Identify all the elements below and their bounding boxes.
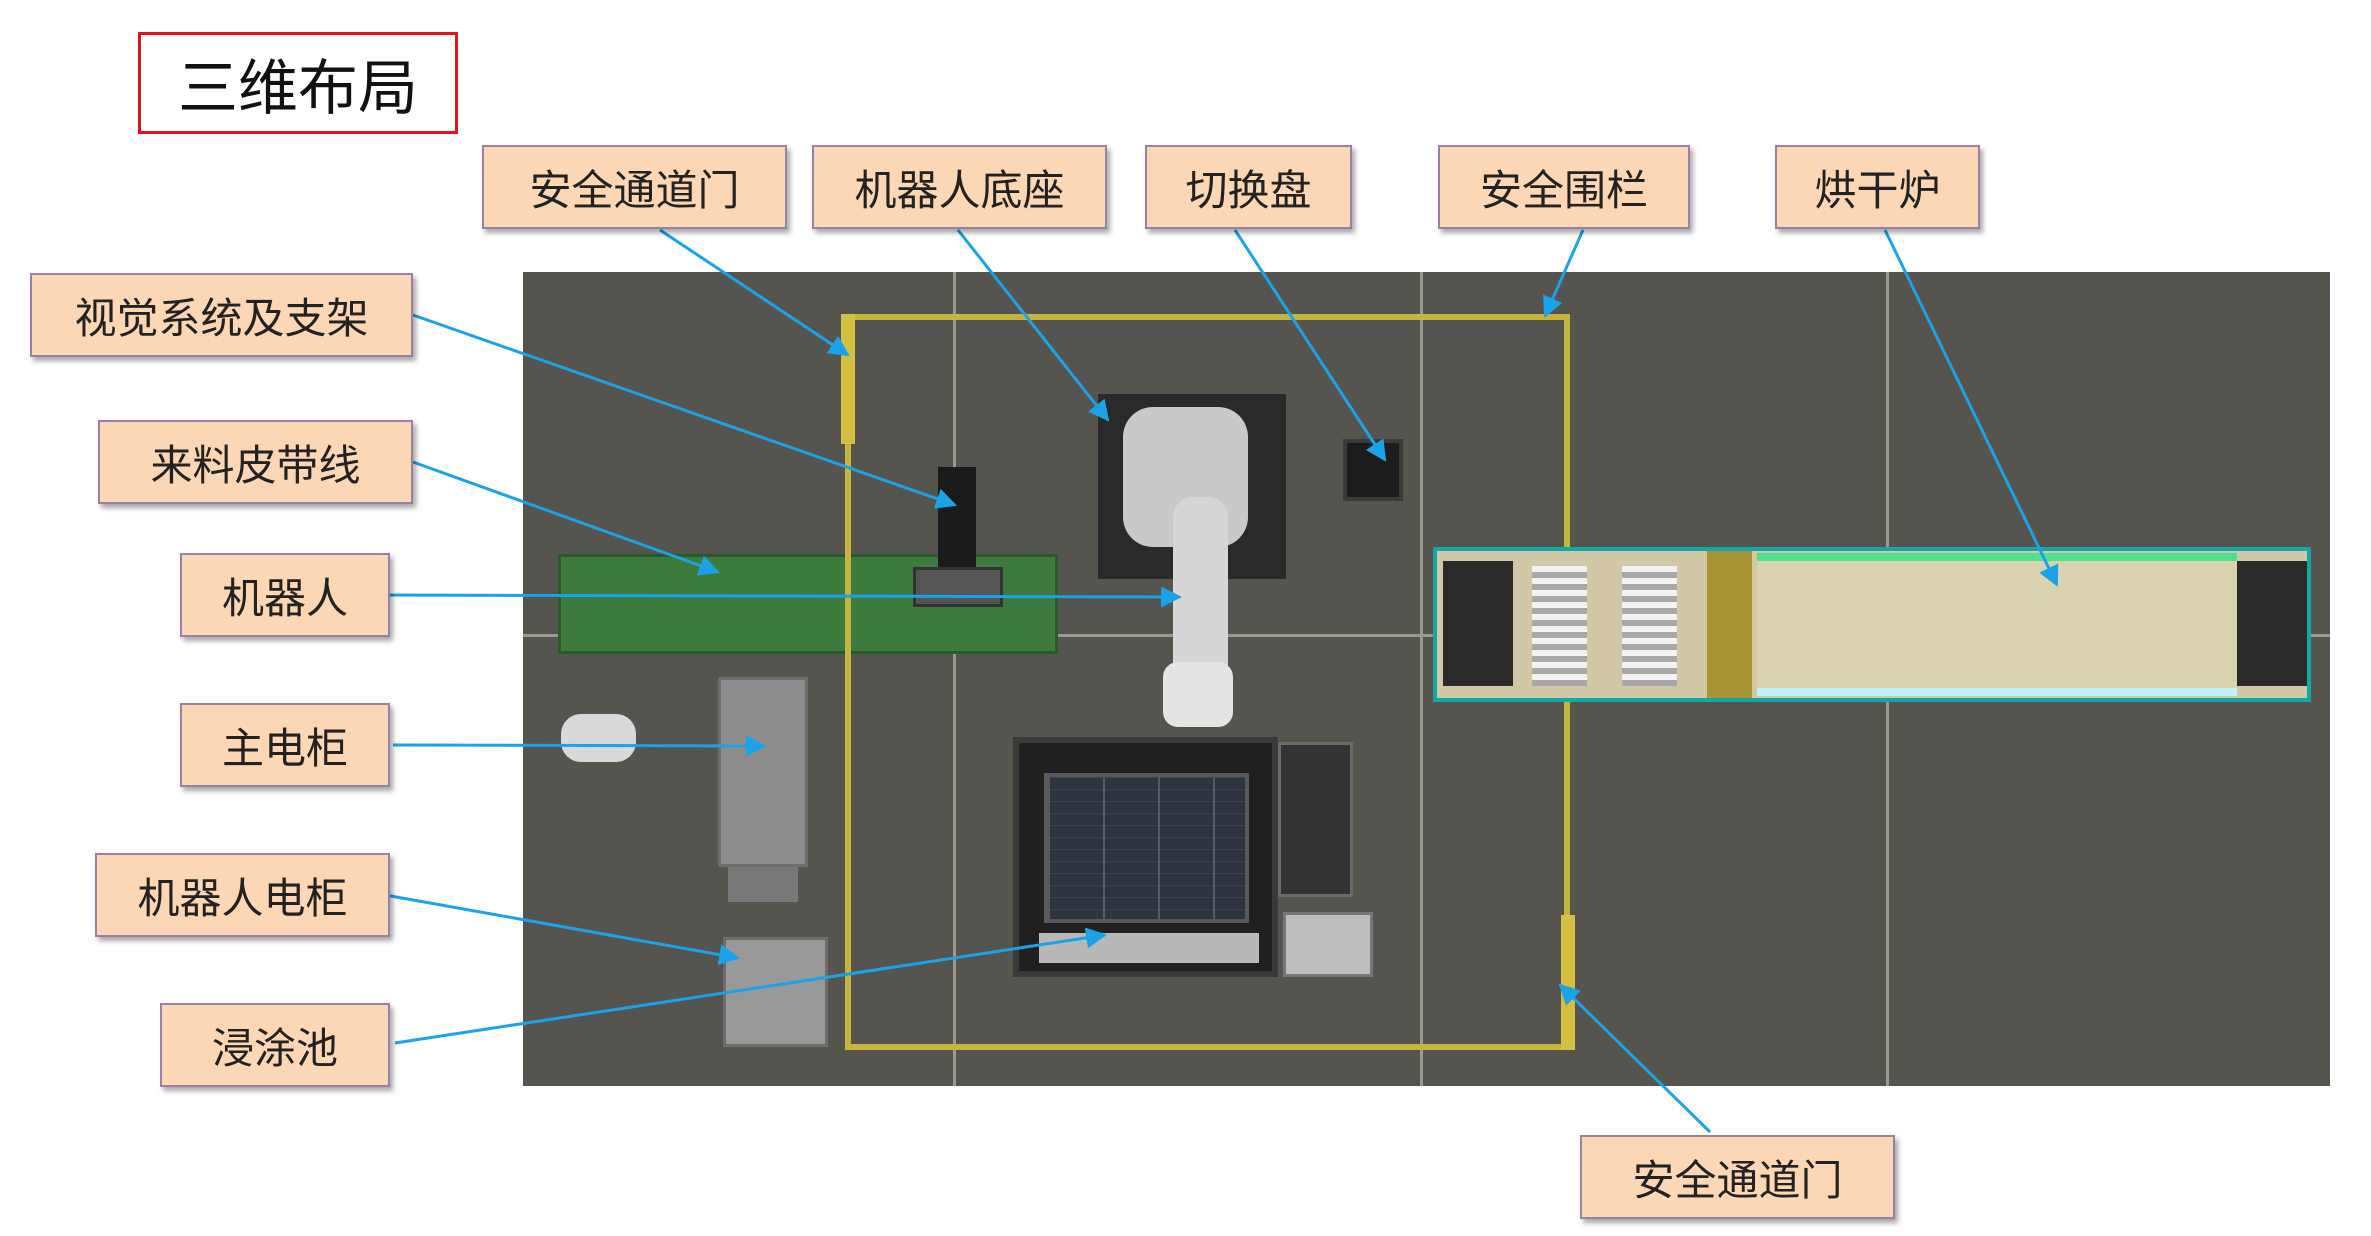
tank-pump bbox=[1278, 742, 1353, 897]
vision-bracket bbox=[913, 567, 1003, 607]
label-safety-door-bottom: 安全通道门 bbox=[1580, 1135, 1895, 1219]
dryer-chamber bbox=[1757, 553, 2237, 696]
floor-line bbox=[523, 634, 2330, 637]
robot-tool bbox=[1163, 662, 1233, 727]
main-cabinet bbox=[718, 677, 808, 867]
page-title: 三维布局 bbox=[138, 32, 458, 134]
label-conveyor: 来料皮带线 bbox=[98, 420, 413, 504]
label-safety-door-top: 安全通道门 bbox=[482, 145, 787, 229]
label-robot-base: 机器人底座 bbox=[812, 145, 1107, 229]
dryer-vents bbox=[1532, 566, 1587, 686]
floor-line bbox=[953, 272, 956, 1086]
dryer-exit bbox=[2237, 561, 2307, 686]
label-dip-tank: 浸涂池 bbox=[160, 1003, 390, 1087]
dryer-divider bbox=[1707, 551, 1752, 698]
fence-door-top bbox=[841, 314, 855, 444]
label-switch-plate: 切换盘 bbox=[1145, 145, 1352, 229]
label-main-cabinet: 主电柜 bbox=[180, 703, 390, 787]
label-dryer: 烘干炉 bbox=[1775, 145, 1980, 229]
dip-tank-grid bbox=[1044, 773, 1249, 923]
dryer-vents bbox=[1622, 566, 1677, 686]
floor-line bbox=[1420, 272, 1423, 1086]
main-cabinet-base bbox=[728, 867, 798, 902]
side-device bbox=[561, 714, 636, 762]
label-safety-fence: 安全围栏 bbox=[1438, 145, 1690, 229]
label-robot-cabinet: 机器人电柜 bbox=[95, 853, 390, 937]
layout-floor bbox=[523, 272, 2330, 1086]
fence-door-bottom bbox=[1561, 915, 1575, 1050]
dryer-oven bbox=[1433, 547, 2311, 702]
label-robot: 机器人 bbox=[180, 553, 390, 637]
tank-pipes bbox=[1283, 912, 1373, 977]
dryer-entry bbox=[1443, 561, 1513, 686]
label-vision-system: 视觉系统及支架 bbox=[30, 273, 413, 357]
robot-cabinet bbox=[723, 937, 828, 1047]
